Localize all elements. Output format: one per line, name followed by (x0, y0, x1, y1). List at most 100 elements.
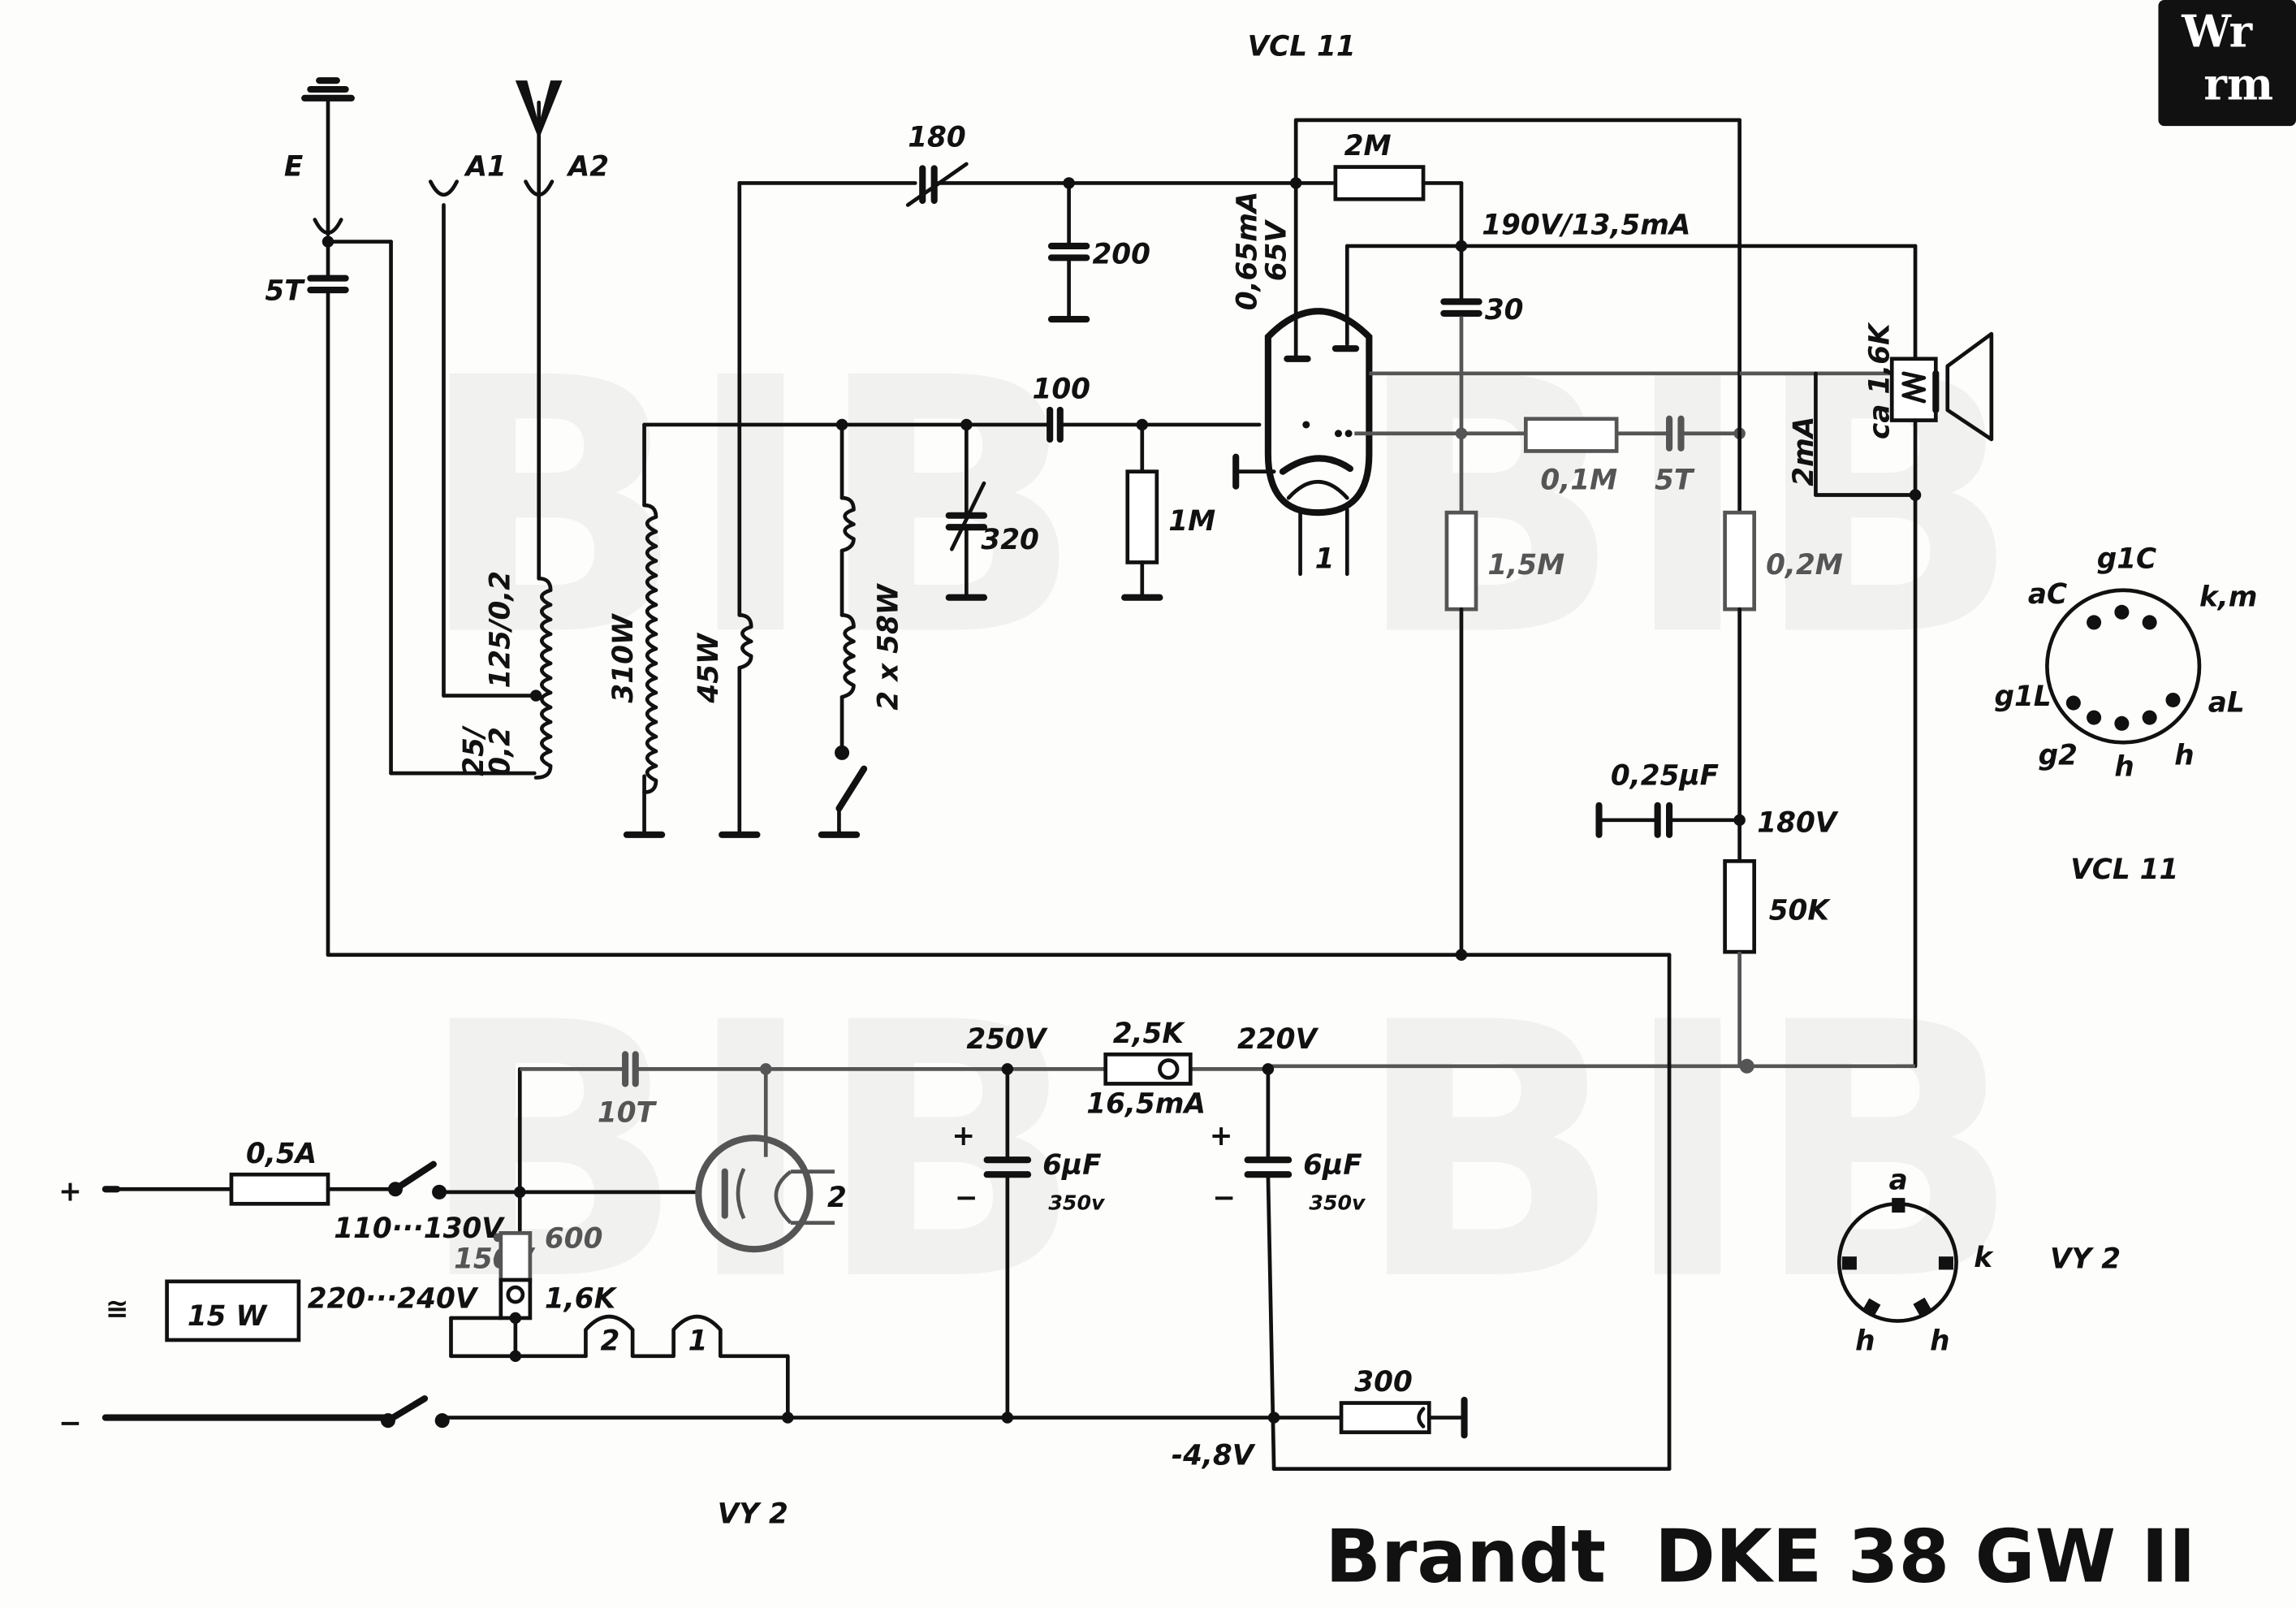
pinout-title: VCL 11 (2070, 854, 2178, 886)
rectifier-cathode (736, 1168, 746, 1220)
antenna-icon (515, 80, 563, 140)
speaker-transformer (1889, 357, 1938, 422)
junction (782, 1411, 794, 1424)
coil-tap-junction (529, 689, 542, 702)
tube-grid-dot (1302, 421, 1310, 429)
socket-outline (2045, 588, 2202, 745)
tube-grid-dot (1334, 430, 1342, 438)
tube-current-label: 0,65mA (1231, 192, 1263, 311)
pin (2142, 615, 2157, 630)
switch-contact (835, 745, 850, 760)
resistor-2m (1333, 165, 1426, 201)
pin (2065, 695, 2081, 711)
voltage-tap-high: 220···240V (308, 1282, 479, 1315)
tube-envelope (1264, 308, 1373, 517)
resistor-1m (1125, 469, 1159, 564)
junction (1001, 1411, 1014, 1424)
cap-5t-out-label: 5T (1655, 464, 1695, 496)
tuning-coil-label: 310W (607, 612, 640, 702)
rectifier-system-number: 2 (827, 1182, 847, 1214)
voltage-220v-label: 220V (1237, 1023, 1319, 1056)
pin-label: aC (2028, 578, 2067, 611)
resistor-01m (1523, 417, 1619, 453)
junction (1455, 949, 1468, 961)
resistor-600-label: 600 (545, 1222, 603, 1255)
resistor-16k-label: 1,6K (545, 1282, 618, 1315)
reaction-coil-label: 45W (693, 632, 725, 704)
cap-6uf-1-rating: 350v (1048, 1191, 1106, 1215)
vy2-rectifier-tube: 2 (695, 1135, 847, 1253)
power-rating-box (165, 1279, 301, 1342)
resistor-300 (1339, 1401, 1431, 1434)
bias-voltage-label: -4,8V (1172, 1439, 1256, 1472)
pin (2165, 692, 2181, 707)
junction (1909, 489, 1922, 501)
pin-label: k (1974, 1242, 1994, 1274)
logo-text-bottom: rm (2203, 58, 2273, 110)
rectifier-heater (774, 1169, 792, 1225)
wave-coil-lower (839, 613, 856, 699)
power-switch-plus[interactable] (391, 1161, 437, 1193)
pin (1913, 1297, 1931, 1316)
pin-label: h (1855, 1325, 1875, 1358)
cap-180-label: 180 (908, 121, 966, 153)
antenna-coil-label: 125/0,2 (485, 571, 517, 689)
variable-arrow (949, 481, 986, 551)
cap-025uf-label: 0,25µF (1611, 760, 1719, 793)
pinout-title: VY 2 (2050, 1243, 2121, 1276)
tuning-coil (642, 503, 658, 794)
cap-plus-label: + (952, 1120, 975, 1152)
antenna-a2: A2 (515, 80, 609, 207)
pin-label: g1L (1994, 681, 2051, 713)
voltage-180v-label: 180V (1757, 806, 1839, 839)
resistor-tap (1158, 1058, 1180, 1080)
mains-plus-label: + (58, 1176, 82, 1208)
earth-terminal: E (284, 77, 355, 236)
cap-5t-label: 5T (265, 275, 305, 308)
speaker-coil-icon (1901, 371, 1927, 404)
wave-coil-label: 2 x 58W (873, 582, 905, 710)
wave-coil-upper (839, 495, 856, 553)
resistor-01m-label: 0,1M (1540, 464, 1617, 496)
power-rating-label: 15 W (188, 1300, 269, 1333)
cap-320-label: 320 (981, 524, 1039, 556)
pin-label: a (1889, 1164, 1908, 1196)
vcl11-pinout: g1C aC k,m g1L aL g2 h h VCL 11 (1994, 543, 2257, 886)
cap-plus-label: + (1210, 1120, 1233, 1152)
cap-200-label: 200 (1092, 239, 1150, 271)
power-switch-minus[interactable] (384, 1395, 429, 1424)
logo-background (2158, 0, 2296, 127)
pin-label: h (1930, 1325, 1949, 1358)
earth-label: E (284, 150, 303, 183)
vy2-label-bottom: VY 2 (718, 1498, 788, 1530)
watermark-text-1: BIB (417, 304, 1084, 713)
wave-switch[interactable] (835, 765, 868, 812)
resistor-02m-label: 0,2M (1766, 549, 1843, 581)
resistor-tap (506, 1285, 525, 1304)
rectifier-envelope (695, 1135, 814, 1253)
manufacturer-title: Brandt (1325, 1515, 1606, 1600)
pin (2114, 715, 2130, 731)
vcl11-label-top: VCL 11 (1248, 31, 1356, 63)
junction (1455, 427, 1468, 439)
resistor-15m-label: 1,5M (1487, 549, 1564, 581)
pin-label: g2 (2039, 739, 2078, 772)
cap-6uf-1-label: 6µF (1042, 1149, 1101, 1182)
vy2-pinout: a k h h VY 2 (1836, 1164, 2121, 1358)
cap-10t-label: 10T (598, 1096, 658, 1129)
resistor-2m-label: 2M (1344, 130, 1392, 162)
voltage-tap-low: 110···130V (334, 1212, 505, 1245)
cap-minus-label: − (955, 1182, 978, 1214)
cap-30-label: 30 (1485, 294, 1524, 326)
publisher-logo: Wr rm (2158, 0, 2296, 127)
antenna-coil-tap-label: 25/0,2 (458, 725, 516, 776)
pin-label: aL (2208, 686, 2245, 719)
a2-label: A2 (566, 150, 609, 183)
fuse (229, 1172, 330, 1206)
cap-minus-label: − (1212, 1182, 1236, 1214)
resistor-300-label: 300 (1354, 1366, 1413, 1398)
tube-system-number: 1 (1315, 543, 1335, 576)
pin-label: g1C (2097, 543, 2156, 576)
resistor-15m (1444, 510, 1478, 612)
